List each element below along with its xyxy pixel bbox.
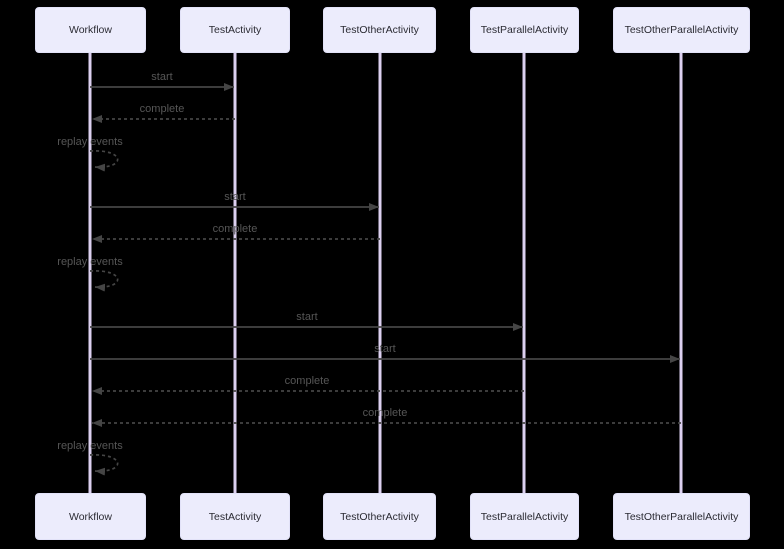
actor-label: TestParallelActivity xyxy=(480,24,569,36)
message-complete-2: complete xyxy=(92,223,380,243)
message-label: start xyxy=(151,71,172,83)
actor-bottom-testactivity: TestActivity xyxy=(180,493,290,540)
actor-label: Workflow xyxy=(69,510,112,523)
message-label: replay events xyxy=(57,440,123,452)
actor-top-testotherparallelactivity: TestOtherParallelActivity xyxy=(613,7,750,53)
message-label: start xyxy=(296,311,317,323)
message-replay-events-3: replay events xyxy=(57,440,123,476)
actor-top-testotheractivity: TestOtherActivity xyxy=(323,7,436,53)
self-message-loop xyxy=(89,454,119,476)
message-replay-events-1: replay events xyxy=(57,136,123,172)
actor-label: TestOtherActivity xyxy=(340,510,419,523)
message-label: start xyxy=(374,343,395,355)
actor-label: TestActivity xyxy=(208,510,262,523)
actor-bottom-testparallelactivity: TestParallelActivity xyxy=(470,493,579,540)
actor-bottom-testotheractivity: TestOtherActivity xyxy=(323,493,436,540)
actor-label: TestOtherParallelActivity xyxy=(624,510,739,523)
message-complete-3: complete xyxy=(92,375,524,395)
message-label: replay events xyxy=(57,256,123,268)
self-message-loop xyxy=(89,150,119,172)
message-complete-4: complete xyxy=(92,407,681,427)
actor-label: TestActivity xyxy=(208,24,262,36)
self-message-loop xyxy=(89,270,119,292)
message-start-2: start xyxy=(90,191,379,211)
actor-top-workflow: Workflow xyxy=(35,7,146,53)
actor-label: TestOtherActivity xyxy=(340,24,419,36)
actor-top-testparallelactivity: TestParallelActivity xyxy=(470,7,579,53)
message-label: complete xyxy=(140,103,185,115)
actor-bottom-testotherparallelactivity: TestOtherParallelActivity xyxy=(613,493,750,540)
message-start-3: start xyxy=(90,311,523,331)
actor-top-testactivity: TestActivity xyxy=(180,7,290,53)
message-label: complete xyxy=(213,223,258,235)
message-label: start xyxy=(224,191,245,203)
actor-label: TestParallelActivity xyxy=(480,510,569,523)
message-start-1: start xyxy=(90,71,234,91)
message-label: replay events xyxy=(57,136,123,148)
actor-label: Workflow xyxy=(69,24,112,36)
message-start-4: start xyxy=(90,343,680,363)
actor-bottom-workflow: Workflow xyxy=(35,493,146,540)
actor-label: TestOtherParallelActivity xyxy=(624,24,739,36)
message-complete-1: complete xyxy=(92,103,235,123)
message-label: complete xyxy=(363,407,408,419)
message-replay-events-2: replay events xyxy=(57,256,123,292)
message-label: complete xyxy=(285,375,330,387)
